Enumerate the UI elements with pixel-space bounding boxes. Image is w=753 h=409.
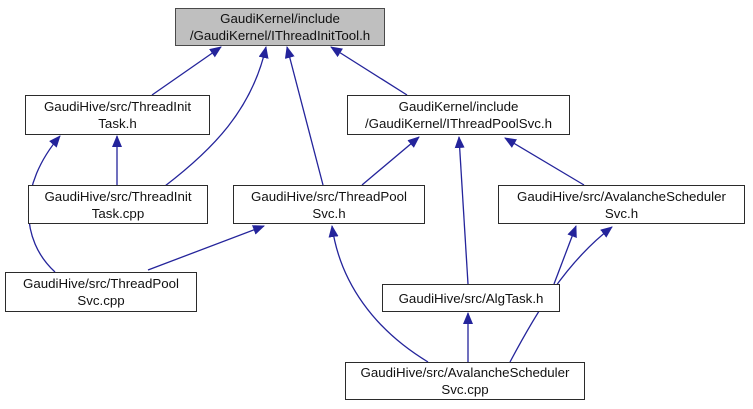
edge-algtask-h-to-ithreadpoolsvc-h	[454, 136, 469, 285]
node-label-line: GaudiHive/src/ThreadPool	[23, 276, 179, 291]
edge-threadinittask-cpp-to-ithreadinittool-h	[164, 46, 269, 187]
node-ithreadpoolsvc-h[interactable]: GaudiKernel/include/GaudiKernel/IThreadP…	[347, 95, 570, 135]
node-algtask-h[interactable]: GaudiHive/src/AlgTask.h	[382, 284, 560, 312]
node-label-line: GaudiHive/src/AvalancheScheduler	[517, 188, 726, 204]
node-label-line: Task.h	[98, 116, 137, 131]
node-label-line: GaudiHive/src/ThreadInit	[43, 99, 192, 114]
edge-threadpoolsvc-h-to-ithreadpoolsvc-h	[361, 136, 420, 186]
node-label-line: Svc.cpp	[77, 293, 125, 308]
node-label-line: /GaudiKernel/IThreadPoolSvc.h	[364, 116, 552, 131]
edge-threadpoolsvc-cpp-to-threadpoolsvc-h	[147, 225, 265, 271]
edge-threadinittask-h-to-ithreadinittool-h	[151, 46, 222, 96]
edge-algtask-h-to-avalancheschedulersvc-h	[553, 225, 577, 285]
node-label-line: GaudiHive/src/AvalancheScheduler	[360, 365, 570, 380]
node-label-line: Svc.cpp	[441, 382, 489, 397]
node-label-line: GaudiHive/src/ThreadPool	[251, 188, 407, 204]
edge-ithreadpoolsvc-h-to-ithreadinittool-h	[330, 46, 408, 96]
node-label-line: GaudiHive/src/AlgTask.h	[398, 290, 544, 306]
node-ithreadinittool-h[interactable]: GaudiKernel/include/GaudiKernel/IThreadI…	[175, 8, 385, 46]
node-label-line: GaudiHive/src/ThreadInit	[44, 188, 192, 204]
edge-avalancheschedulersvc-h-to-ithreadpoolsvc-h	[504, 137, 585, 186]
node-label-line: GaudiKernel/include	[220, 11, 340, 26]
node-label-line: GaudiKernel/include	[398, 99, 519, 114]
edge-avalancheschedulersvc-cpp-to-threadpoolsvc-h	[328, 225, 429, 363]
node-label-line: Svc.h	[312, 205, 346, 221]
node-label-line: Svc.h	[604, 205, 639, 221]
edge-threadpoolsvc-h-to-ithreadinittool-h	[284, 46, 324, 186]
node-label-line: Task.cpp	[91, 205, 145, 221]
node-label-line: /GaudiKernel/IThreadInitTool.h	[189, 28, 371, 43]
